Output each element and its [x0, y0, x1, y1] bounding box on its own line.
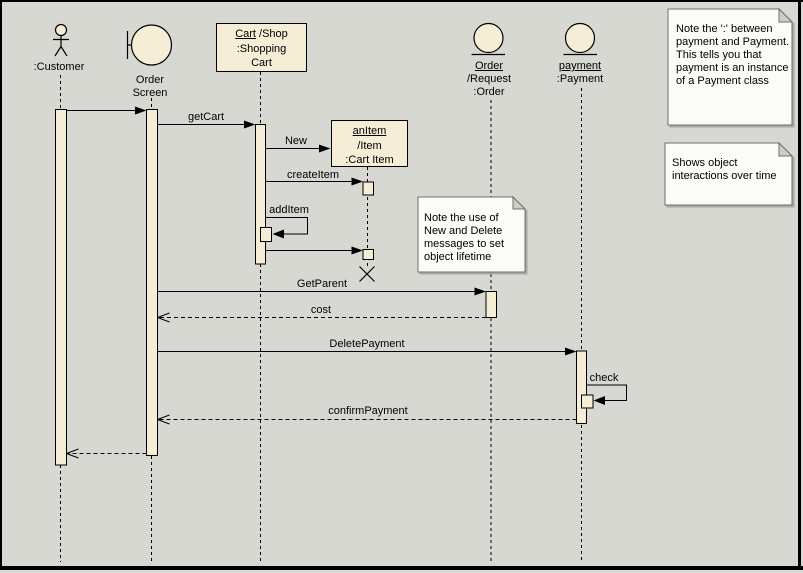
call-messages	[66, 106, 627, 405]
cart-object-class2: Cart	[251, 57, 272, 69]
lifetime-note-shape	[417, 195, 528, 275]
item-object-name: anItem	[352, 125, 387, 137]
message-cost-return-arrow	[157, 312, 486, 323]
message-delete-arrow	[266, 246, 363, 255]
message-additem-self-arrow	[265, 217, 308, 239]
cart-activation	[255, 124, 266, 265]
item-createitem-activation	[362, 181, 374, 196]
message-check-self-arrow	[586, 384, 627, 405]
cart-additem-nested-activation	[260, 227, 272, 242]
message-getcart-arrow	[157, 120, 256, 129]
message-confirmpayment-label: confirmPayment	[328, 405, 408, 417]
customer-activation	[55, 109, 67, 466]
payment-activation	[576, 350, 587, 424]
item-object-role: /Item	[357, 139, 382, 152]
cart-object-box: Cart /Shop :Shopping Cart	[216, 23, 307, 72]
message-createitem-label: createItem	[287, 169, 339, 181]
boundary-icon	[126, 24, 173, 66]
message-final-return-arrow	[66, 448, 147, 459]
lifetime-note-text: Note the use of New and Delete messages …	[424, 212, 505, 263]
message-check-label: check	[589, 372, 619, 384]
instance-note-text: Note the ':' between payment and Payment…	[676, 23, 790, 87]
item-delete-activation	[362, 249, 374, 260]
message-confirmpayment-return-arrow	[157, 414, 577, 425]
message-additem-label: addItem	[269, 204, 309, 216]
message-createitem-arrow	[266, 177, 363, 186]
message-new-label: New	[284, 135, 308, 147]
canvas-border-left	[0, 0, 2, 570]
message-cost-label: cost	[310, 304, 332, 316]
order-screen-activation	[146, 109, 158, 456]
cart-object-class: :Shopping	[236, 42, 287, 55]
canvas-border-bottom	[0, 566, 803, 570]
lifelines	[60, 72, 582, 562]
destroy-x-icon	[359, 266, 375, 282]
payment-check-nested-activation	[581, 394, 594, 409]
instance-note-shape	[667, 7, 795, 128]
payment-object-label: payment :Payment	[556, 60, 604, 85]
canvas-border-top	[0, 0, 803, 2]
order-screen-label: Order Screen	[132, 74, 168, 99]
message-open-screen-arrow	[66, 106, 147, 115]
message-deletepayment-arrow	[157, 347, 577, 356]
item-object-box: anItem /Item :Cart Item	[331, 120, 408, 167]
return-messages	[66, 312, 577, 459]
entity-order-icon	[471, 22, 505, 56]
order-activation	[485, 291, 497, 318]
cart-object-name: Cart /Shop	[235, 28, 288, 40]
item-object-class: :Cart Item	[345, 154, 394, 166]
overview-note-text: Shows object interactions over time	[672, 157, 777, 182]
message-getparent-label: GetParent	[296, 278, 348, 290]
order-object-label: Order /Request :Order	[466, 60, 512, 98]
note-fold-icon	[778, 141, 794, 157]
note-fold-icon	[778, 7, 794, 23]
message-deletepayment-label: DeletePayment	[329, 338, 405, 350]
message-getparent-arrow	[157, 287, 486, 296]
actor-icon	[53, 23, 69, 57]
entity-payment-icon	[563, 22, 597, 56]
overview-note-shape	[664, 141, 795, 208]
message-new-arrow	[266, 144, 331, 153]
note-shapes	[417, 7, 795, 275]
canvas-border-right	[798, 0, 801, 570]
customer-label: :Customer	[33, 61, 85, 73]
message-getcart-label: getCart	[187, 111, 225, 123]
activation-bars	[55, 109, 594, 466]
note-fold-icon	[512, 195, 527, 210]
